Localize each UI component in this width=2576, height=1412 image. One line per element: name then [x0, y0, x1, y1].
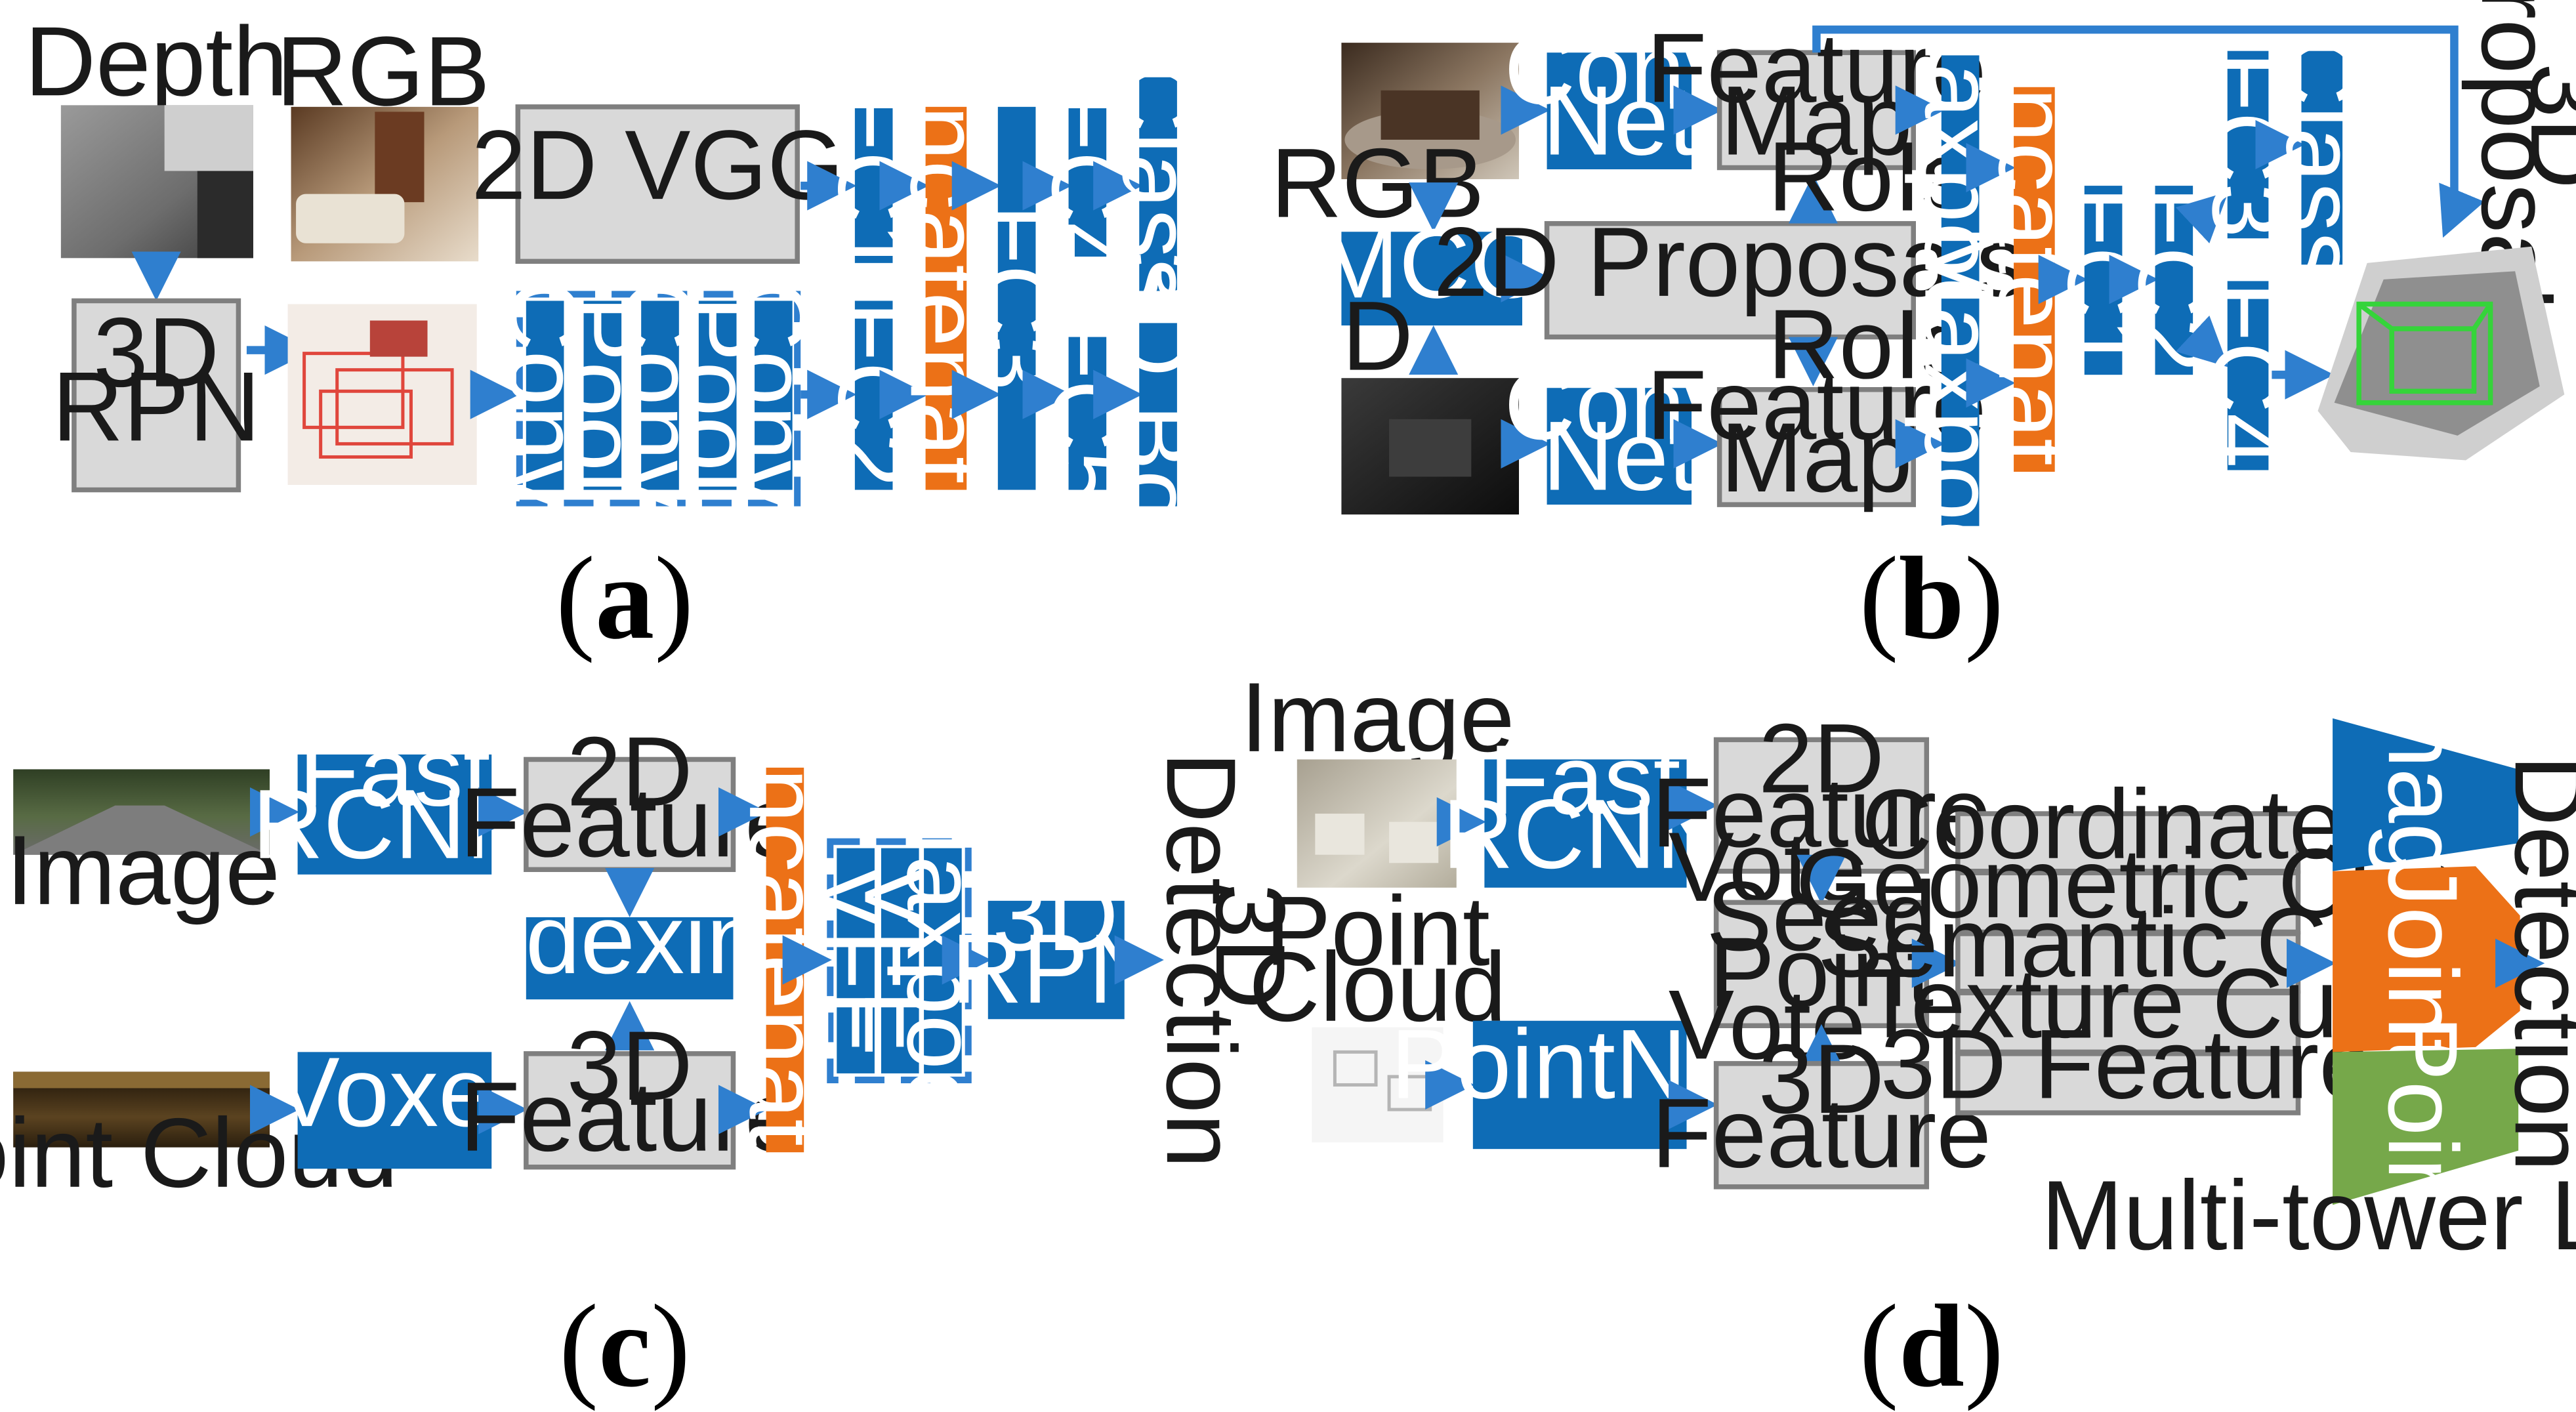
feature-2d-d-line2: Feature: [1652, 757, 1991, 867]
voxel-box: Voxel: [274, 1037, 516, 1169]
tower-point: Point: [2333, 1015, 2519, 1240]
concatenation-a-label: Concatenation: [890, 0, 1001, 615]
rpn-3d-line2: RPN: [52, 351, 260, 461]
indexing-box: Indexing: [444, 884, 816, 1000]
pc-label-d-line1: Point: [1265, 876, 1490, 986]
concatenation-a: Concatenation: [890, 0, 1001, 615]
rois-bottom-label: RoIs: [1768, 289, 1970, 399]
seed-point-box: Seed Point: [1706, 861, 1936, 1029]
cue-coordinates-label: Coordinates: [1861, 769, 2393, 879]
pc-label-d-line2: Cloud: [1249, 932, 1506, 1042]
cue-coordinates: Coordinates: [1861, 769, 2393, 879]
proposals-feedback-line: [1812, 25, 2459, 211]
conv-layer-3: Conv: [718, 280, 828, 510]
conv-layer-2: Conv: [604, 280, 715, 510]
seed-point-line1: Seed: [1706, 861, 1936, 971]
class-output-b-label: Class: [2266, 35, 2377, 281]
proposals-2d-box: 2D Proposals: [1434, 207, 2025, 340]
rpn-3d-box: 3D RPN: [52, 297, 260, 493]
caption-a: (a): [556, 533, 694, 664]
panel-b: RGB MCG D Conv Net 2D Proposals Conv Net: [1271, 0, 2576, 664]
maxpool-bottom-label: Maxpool: [1904, 224, 2014, 597]
class-output-a-label: Class: [1102, 61, 1213, 308]
indexing-label: Indexing: [444, 884, 816, 994]
feature-map-top-line2: Map: [1720, 65, 1912, 175]
conv-layer-1: Conv: [489, 280, 599, 510]
pool-layer-1-label: Pool: [547, 296, 657, 493]
pool-layer-2-label: Pool: [661, 296, 772, 493]
pool-layer-1: Pool: [547, 296, 657, 493]
fc5-a: FC5: [1031, 320, 1142, 506]
rpn-box-image: [287, 304, 477, 486]
cue-3d-feature-label: 3D Feature: [1880, 1008, 2374, 1119]
detection-3d-c-line2: Detection: [1146, 752, 1257, 1169]
proposals-2d-label: 2D Proposals: [1434, 207, 2025, 317]
feature-2d-c-line1: 2D: [567, 716, 693, 827]
sparse-pointcloud-image: [1312, 1027, 1444, 1143]
rpn-3d-c-line1: 3D: [992, 861, 1118, 971]
feature-map-bottom-line2: Map: [1720, 402, 1912, 512]
feature-2d-d-line1: 2D: [1758, 703, 1884, 814]
pointcloud-result-image: [2317, 246, 2565, 461]
conv-net-bottom-line2: Net: [1543, 401, 1696, 511]
feature-3d-c: 3D Feature: [460, 1010, 800, 1172]
feature-3d-d-line1: 3D: [1758, 1024, 1884, 1134]
concatenation-b: Concatenation: [1978, 0, 2088, 598]
fc3-a-label: FC3: [961, 204, 1071, 390]
pool-layer-2: Pool: [661, 296, 772, 493]
conv-net-top-line2: Net: [1543, 65, 1696, 175]
maxpool-bottom: Maxpool: [1904, 224, 2014, 597]
feature-3d-c-line1: 3D: [567, 1010, 693, 1121]
lidar-image: [13, 1071, 270, 1148]
caption-d: (d): [1859, 1281, 2004, 1412]
fc3-a: FC3: [961, 106, 1071, 490]
panel-a: Depth RGB 3D RPN 2D VGG: [25, 0, 1213, 664]
vgg-2d-box: 2D VGG: [471, 104, 844, 264]
voxel-label: Voxel: [274, 1037, 516, 1147]
caption-c: (c): [559, 1281, 690, 1412]
rgb-dining-image: [1341, 43, 1519, 180]
detection-3d-c-line1: 3D: [1195, 883, 1306, 1009]
image-label-c: Image: [6, 815, 280, 925]
caption-b: (b): [1859, 533, 2004, 664]
rgb-image: [291, 106, 479, 262]
d-label-b: D: [1342, 281, 1413, 391]
conv-layer-1-label: Conv: [489, 280, 599, 510]
tower-joint: Joint: [2333, 858, 2520, 1066]
conv-net-bottom: Conv Net: [1504, 350, 1734, 511]
tower-joint-label: Joint: [2368, 858, 2478, 1066]
vgg-2d-label: 2D VGG: [471, 110, 844, 220]
rpn-3d-c-line2: RPN: [951, 913, 1159, 1024]
depth-label: Depth: [25, 6, 288, 116]
multi-tower-loss-label: Multi-tower Loss: [2041, 1160, 2576, 1270]
rois-top-label: RoIs: [1768, 121, 1970, 232]
class-output-b: Class: [2266, 35, 2377, 281]
detection-3d-c: 3D Detection: [1146, 752, 1306, 1169]
detection-d-label: Detection: [2495, 755, 2576, 1172]
fast-rcnn-d-line1: Fast: [1489, 724, 1680, 835]
class-output-a: Class: [1102, 61, 1213, 308]
feature-2d-d: 2D Feature: [1652, 703, 1991, 874]
feature-3d-d-line2: Feature: [1652, 1078, 1991, 1188]
cue-3d-feature: 3D Feature: [1880, 1008, 2374, 1119]
rpn-3d-line1: 3D: [93, 297, 219, 407]
proposals-3d-line1: 3D: [2510, 63, 2576, 189]
conv-layer-2-label: Conv: [604, 280, 715, 510]
depth-dark-image: [1341, 378, 1519, 515]
seed-point-line2: Point: [1709, 917, 1934, 1027]
depth-image: [60, 105, 253, 259]
conv-stack-frame: [516, 291, 801, 507]
lounge-image: [1297, 759, 1457, 888]
feature-3d-d: 3D Feature: [1652, 1024, 1991, 1190]
box-output-a: 3D Box: [1102, 251, 1213, 574]
tower-point-label: Point: [2368, 1015, 2478, 1240]
panel-c: Image Point Cloud Fast RCNN Voxel 2D Fea…: [0, 642, 1306, 1412]
fast-rcnn-d: Fast RCNN: [1442, 724, 1727, 889]
panel-d: Image Point Cloud Fast RCNN PointNet: [1241, 659, 2576, 1412]
box-output-a-label: 3D Box: [1102, 251, 1213, 574]
fast-rcnn-c-line1: Fast: [299, 716, 490, 827]
image-label-d: Image: [1241, 662, 1515, 772]
street-image: [13, 769, 270, 855]
